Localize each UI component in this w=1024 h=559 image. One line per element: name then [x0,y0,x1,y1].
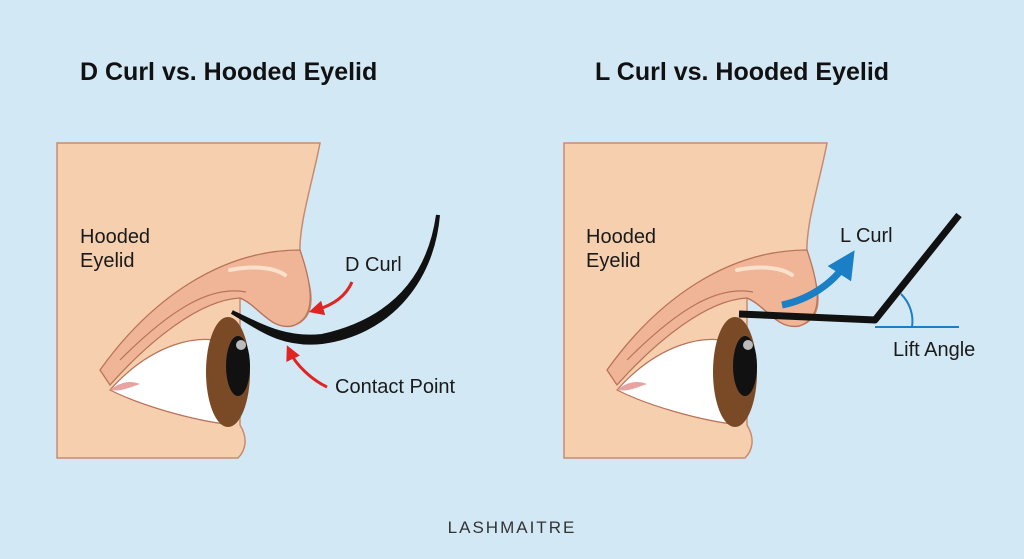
d-curl-illustration [55,141,440,460]
hooded-eyelid-label: Hooded Eyelid [586,226,657,272]
contact-point-label: Contact Point [335,376,456,398]
angle-arc [900,293,914,328]
hooded-eyelid-label: Hooded Eyelid [80,226,151,272]
lift-arrow [781,250,855,309]
d-curl-lash [230,214,440,345]
lift-angle-label: Lift Angle [893,339,976,361]
l-curl-lash [738,212,962,324]
hooded-eye-drawing [55,141,322,460]
l-curl-illustration [562,141,962,460]
panel-title-l-curl: L Curl vs. Hooded Eyelid [595,58,890,86]
d-curl-arrow [308,281,354,316]
panel-title-d-curl: D Curl vs. Hooded Eyelid [80,58,378,86]
contact-point-arrow [286,345,328,389]
l-curl-label: L Curl [840,225,893,247]
d-curl-label: D Curl [345,254,402,276]
brand-logo: LASHMAITRE [447,518,577,537]
